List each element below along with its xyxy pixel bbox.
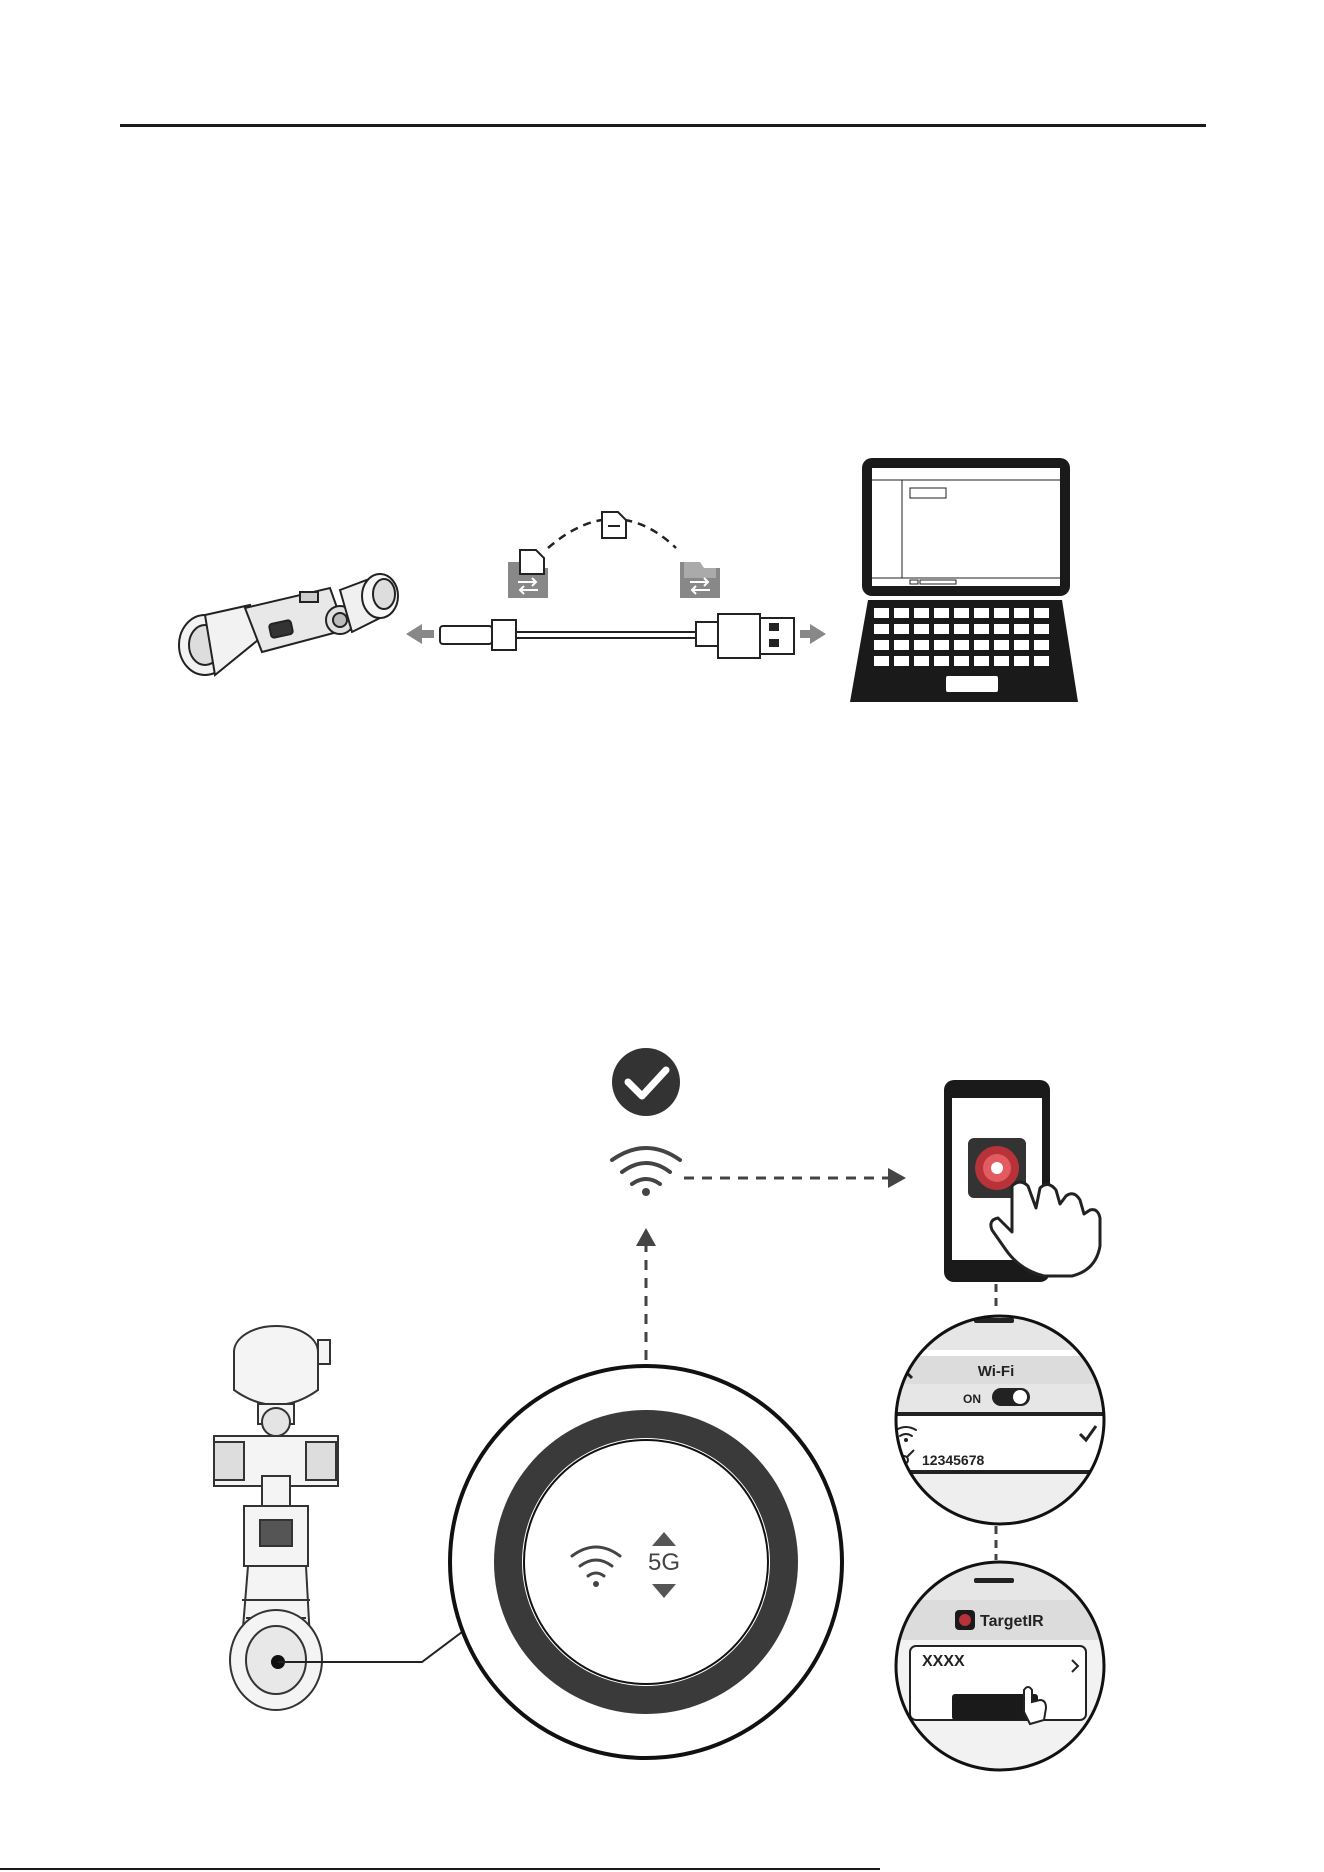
wifi-screen-title: Wi-Fi (978, 1363, 1015, 1380)
scope-vertical-icon (214, 1326, 338, 1710)
wifi-icon (612, 1148, 680, 1196)
band-label: 5G (648, 1549, 680, 1576)
wifi-toggle-label: ON (963, 1392, 981, 1406)
device-name: XXXX (922, 1653, 965, 1670)
phone-app-zoom (880, 1556, 1120, 1780)
phone-wifi-settings-zoom (880, 1300, 1120, 1534)
footer-rule (0, 1868, 880, 1870)
check-icon (612, 1048, 680, 1116)
wifi-password: 12345678 (922, 1452, 985, 1468)
app-name: TargetIR (980, 1613, 1044, 1630)
power-button-dial (450, 1366, 842, 1758)
